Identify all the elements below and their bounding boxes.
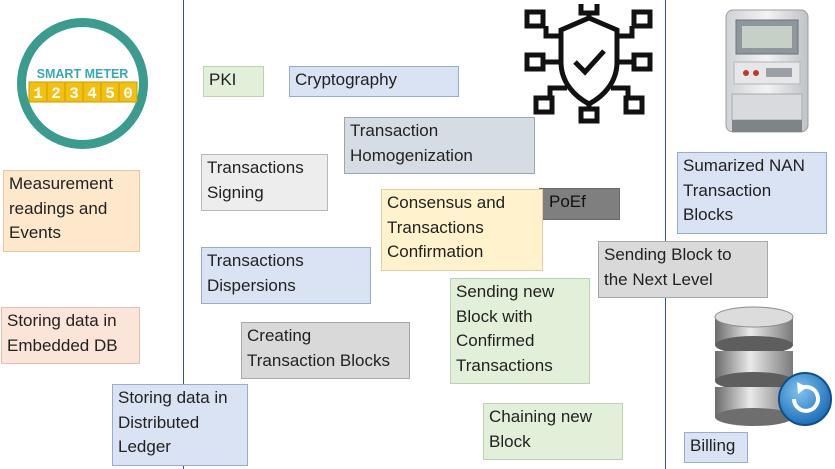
pki-box: PKI [203,66,264,97]
meter-digit: 4 [87,85,97,103]
box-line: Storing data in [118,388,228,407]
divider-right [665,0,666,469]
box-line: Measurement [9,174,113,193]
box-line: Dispersions [207,275,296,295]
box-line: PKI [209,70,237,89]
box-line: Ledger [118,437,171,456]
box-line: Transaction [683,180,772,200]
box-line: Events [9,223,61,242]
box-line: Embedded DB [7,335,118,355]
creating-transaction-blocks-box: Creating Transaction Blocks [241,322,410,379]
chaining-new-block-box: Chaining new Block [483,403,623,460]
box-line: Chaining new [489,407,593,426]
box-line: Sending new [456,282,555,301]
transaction-homogenization-box: Transaction Homogenization [344,117,535,174]
poef-box: PoEf [539,188,620,220]
divider-left [183,0,184,469]
measurement-readings-box: Measurement readings and Events [3,170,140,252]
box-line: Sumarized NAN [683,156,805,175]
sending-new-block-box: Sending new Block with Confirmed Transac… [450,278,590,384]
box-line: Consensus and [387,193,506,212]
storing-distributed-ledger-box: Storing data in Distributed Ledger [112,384,248,466]
box-line: Transactions [456,355,553,375]
transactions-signing-box: Transactions Signing [201,154,328,211]
box-line: Billing [690,436,736,455]
box-line: Signing [207,182,264,202]
box-line: Transactions [207,251,304,270]
box-line: Block with [456,306,533,326]
box-line: PoEf [549,192,586,211]
box-line: Transactions [387,217,484,237]
summarized-nan-box: Sumarized NAN Transaction Blocks [677,152,827,234]
meter-digit: 1 [33,85,43,103]
electric-meter-icon [722,8,812,136]
billing-box: Billing [684,432,748,463]
box-line: Distributed [118,412,200,432]
box-line: Block [489,431,531,451]
box-line: Transaction Blocks [247,350,390,370]
sending-block-next-level-box: Sending Block to the Next Level [598,241,768,298]
box-line: Blocks [683,205,734,224]
box-line: the Next Level [604,269,713,289]
box-line: Transactions [207,158,304,177]
shield-network-icon [522,0,657,124]
box-line: readings and [9,198,108,218]
storing-embedded-db-box: Storing data in Embedded DB [1,307,140,364]
box-line: Creating [247,326,312,345]
smart-meter-logo-icon: SMART METER 1 2 3 4 5 0 [15,16,150,151]
box-line: Confirmed [456,331,535,350]
meter-digit: 5 [105,85,115,103]
meter-digit: 0 [123,85,133,103]
box-line: Confirmation [387,242,484,261]
transactions-dispersions-box: Transactions Dispersions [201,247,371,304]
meter-digit: 2 [51,85,61,103]
box-line: Cryptography [295,70,398,89]
meter-digit: 3 [69,85,79,103]
consensus-box: Consensus and Transactions Confirmation [381,189,543,271]
box-line: Transaction [350,121,439,140]
box-line: Storing data in [7,311,117,330]
database-sync-icon [705,303,835,433]
smart-meter-title: SMART METER [37,67,129,81]
box-line: Homogenization [350,145,473,165]
cryptography-box: Cryptography [289,66,459,97]
box-line: Sending Block to [604,245,732,264]
